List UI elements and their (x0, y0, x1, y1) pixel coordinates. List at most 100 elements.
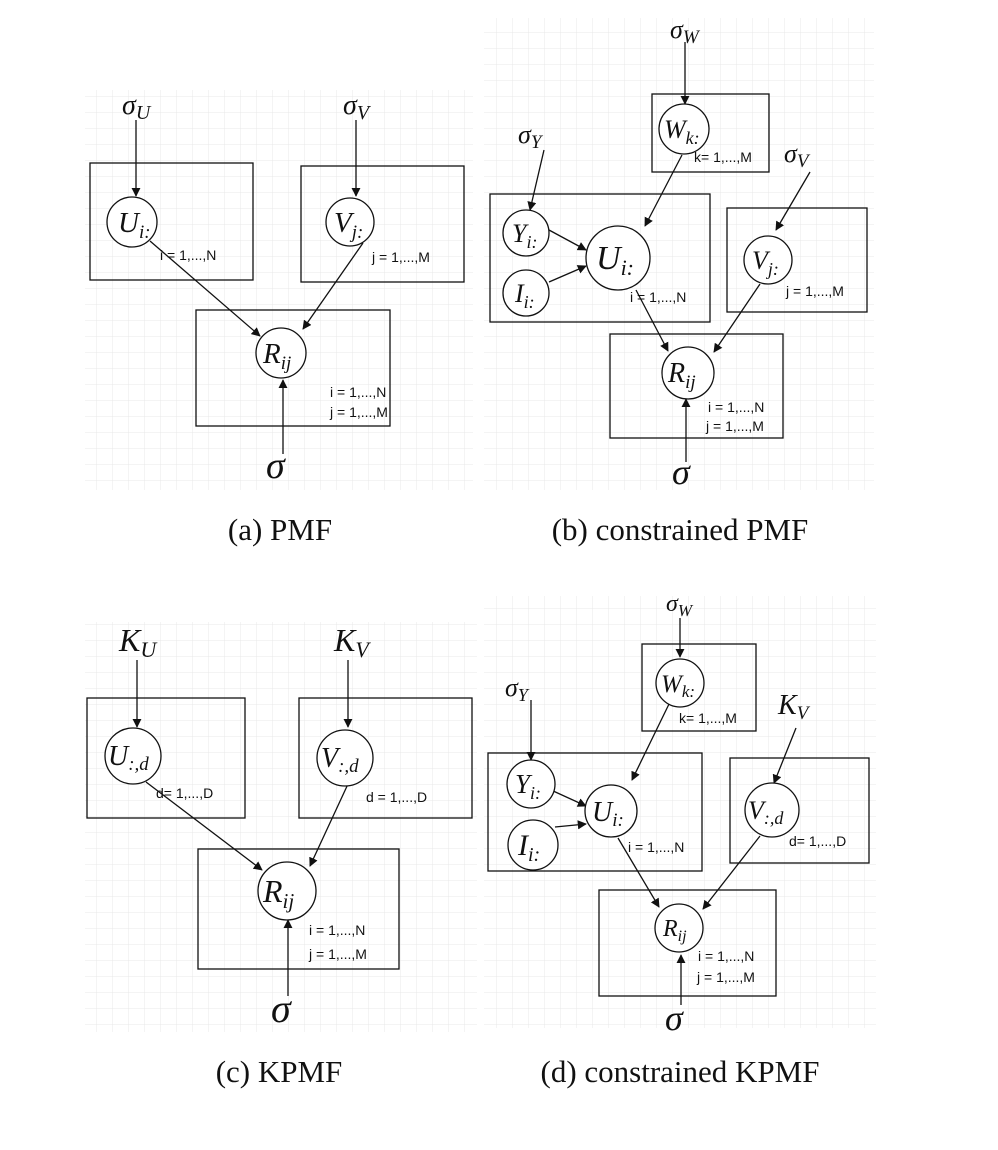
node-r-label: Rij (262, 873, 294, 913)
edge-u-r (635, 289, 669, 352)
node-v-label: Vj: (334, 207, 363, 243)
prior-kv: KV (333, 622, 371, 662)
plate-label-r-i: i = 1,...,N (330, 384, 386, 400)
node-v-circle (743, 235, 793, 285)
edge-v-r (713, 283, 761, 353)
prior-sigma: σ (266, 445, 286, 487)
plate-label-u: d= 1,...,D (156, 785, 213, 801)
prior-sigma: σ (672, 452, 691, 492)
plate-u (86, 697, 246, 819)
edge-i-u (554, 820, 587, 830)
plate-label-r-i: i = 1,...,N (708, 399, 764, 415)
plate-label-v: d = 1,...,D (366, 789, 427, 805)
prior-sigma-w: σW (670, 15, 701, 48)
plate-label-v: j = 1,...,M (371, 249, 430, 265)
plate-label-r-j: j = 1,...,M (329, 404, 388, 420)
node-u-label: Ui: (596, 240, 634, 280)
caption-a: (a) PMF (228, 512, 332, 547)
node-v-circle (325, 197, 375, 247)
plate-v (729, 757, 870, 864)
edge-u-r (149, 240, 261, 337)
node-v-label: Vj: (752, 246, 779, 279)
plate-label-u: i = 1,...,N (628, 839, 684, 855)
edge-sigmay-y (527, 149, 545, 211)
node-r-circle (257, 861, 317, 921)
plate-w (651, 93, 770, 173)
node-u-circle (104, 727, 162, 785)
prior-sigma-v: σV (343, 90, 372, 124)
panel-b: Wk: Yi: Ii: Ui: Vj: Rij σW σY σV σ k= 1,… (484, 15, 874, 547)
caption-c: (c) KPMF (216, 1054, 343, 1089)
plate-r (195, 309, 391, 427)
prior-sigma-w: σW (666, 591, 694, 620)
grid-background (484, 18, 874, 490)
node-r-circle (654, 903, 704, 953)
node-r-label: Rij (262, 338, 291, 374)
edge-v-r (309, 783, 349, 867)
edge-u-r (145, 781, 263, 871)
edge-w-u (631, 701, 671, 781)
plate-label-r-j: j = 1,...,M (696, 969, 755, 985)
plate-label-r-j: j = 1,...,M (705, 418, 764, 434)
node-i-circle (507, 819, 559, 871)
node-y-circle (506, 759, 556, 809)
plate-label-u: i = 1,...,N (160, 247, 216, 263)
edge-kv-v (772, 727, 797, 784)
node-v-label: V:,d (748, 796, 784, 828)
prior-sigma-y: σY (505, 673, 530, 705)
plate-label-r-i: i = 1,...,N (309, 922, 365, 938)
prior-sigma-u: σU (122, 90, 152, 124)
node-v-circle (316, 729, 374, 787)
plate-u (489, 193, 711, 323)
edge-i-u (548, 265, 587, 283)
node-w-circle (658, 103, 710, 155)
node-y-circle (502, 209, 550, 257)
node-u-label: Ui: (118, 207, 151, 243)
node-i-label: Ii: (514, 279, 535, 312)
prior-kv: KV (777, 690, 811, 724)
plate-label-u: i = 1,...,N (630, 289, 686, 305)
prior-sigma-y: σY (518, 120, 544, 153)
node-u-label: Ui: (592, 797, 624, 831)
prior-sigma: σ (665, 998, 684, 1038)
plate-v (298, 697, 473, 819)
edge-y-u (550, 789, 587, 807)
node-v-circle (744, 782, 800, 838)
prior-sigma: σ (271, 986, 292, 1031)
node-w-label: Wk: (661, 671, 695, 701)
plate-label-v: j = 1,...,M (785, 283, 844, 299)
node-r-circle (255, 327, 307, 379)
node-y-label: Yi: (515, 769, 541, 803)
edge-sigmav-v (775, 171, 811, 231)
node-u-label: U:,d (108, 741, 149, 775)
panel-d: Wk: Yi: Ii: Ui: V:,d Rij σW σY KV σ k= 1… (484, 591, 876, 1089)
caption-d: (d) constrained KPMF (541, 1054, 820, 1089)
edge-y-u (548, 229, 587, 251)
edge-u-r (617, 837, 660, 908)
node-i-circle (502, 269, 550, 317)
plate-label-w: k= 1,...,M (694, 149, 752, 165)
prior-ku: KU (118, 622, 158, 662)
plate-r (197, 848, 400, 970)
edge-v-r (702, 835, 761, 910)
node-u-circle (584, 784, 638, 838)
prior-sigma-v: σV (784, 139, 811, 172)
plate-label-w: k= 1,...,M (679, 710, 737, 726)
edge-w-u (644, 154, 683, 227)
node-r-circle (661, 346, 715, 400)
edge-v-r (302, 242, 364, 330)
node-i-label: Ii: (517, 829, 540, 866)
plate-v (300, 165, 465, 283)
plate-w (641, 643, 757, 732)
panel-c: U:,d V:,d Rij KU KV σ d= 1,...,D d = 1,.… (85, 622, 477, 1089)
node-r-label: Rij (667, 358, 696, 393)
node-w-label: Wk: (664, 115, 700, 148)
panel-a: Ui: Vj: Rij σU σV σ i = 1,...,N j = 1,..… (85, 90, 473, 547)
plate-r (598, 889, 777, 997)
node-v-label: V:,d (321, 743, 359, 777)
node-w-circle (655, 658, 705, 708)
plate-u (89, 162, 254, 281)
plate-label-v: d= 1,...,D (789, 833, 846, 849)
plate-r (609, 333, 784, 439)
